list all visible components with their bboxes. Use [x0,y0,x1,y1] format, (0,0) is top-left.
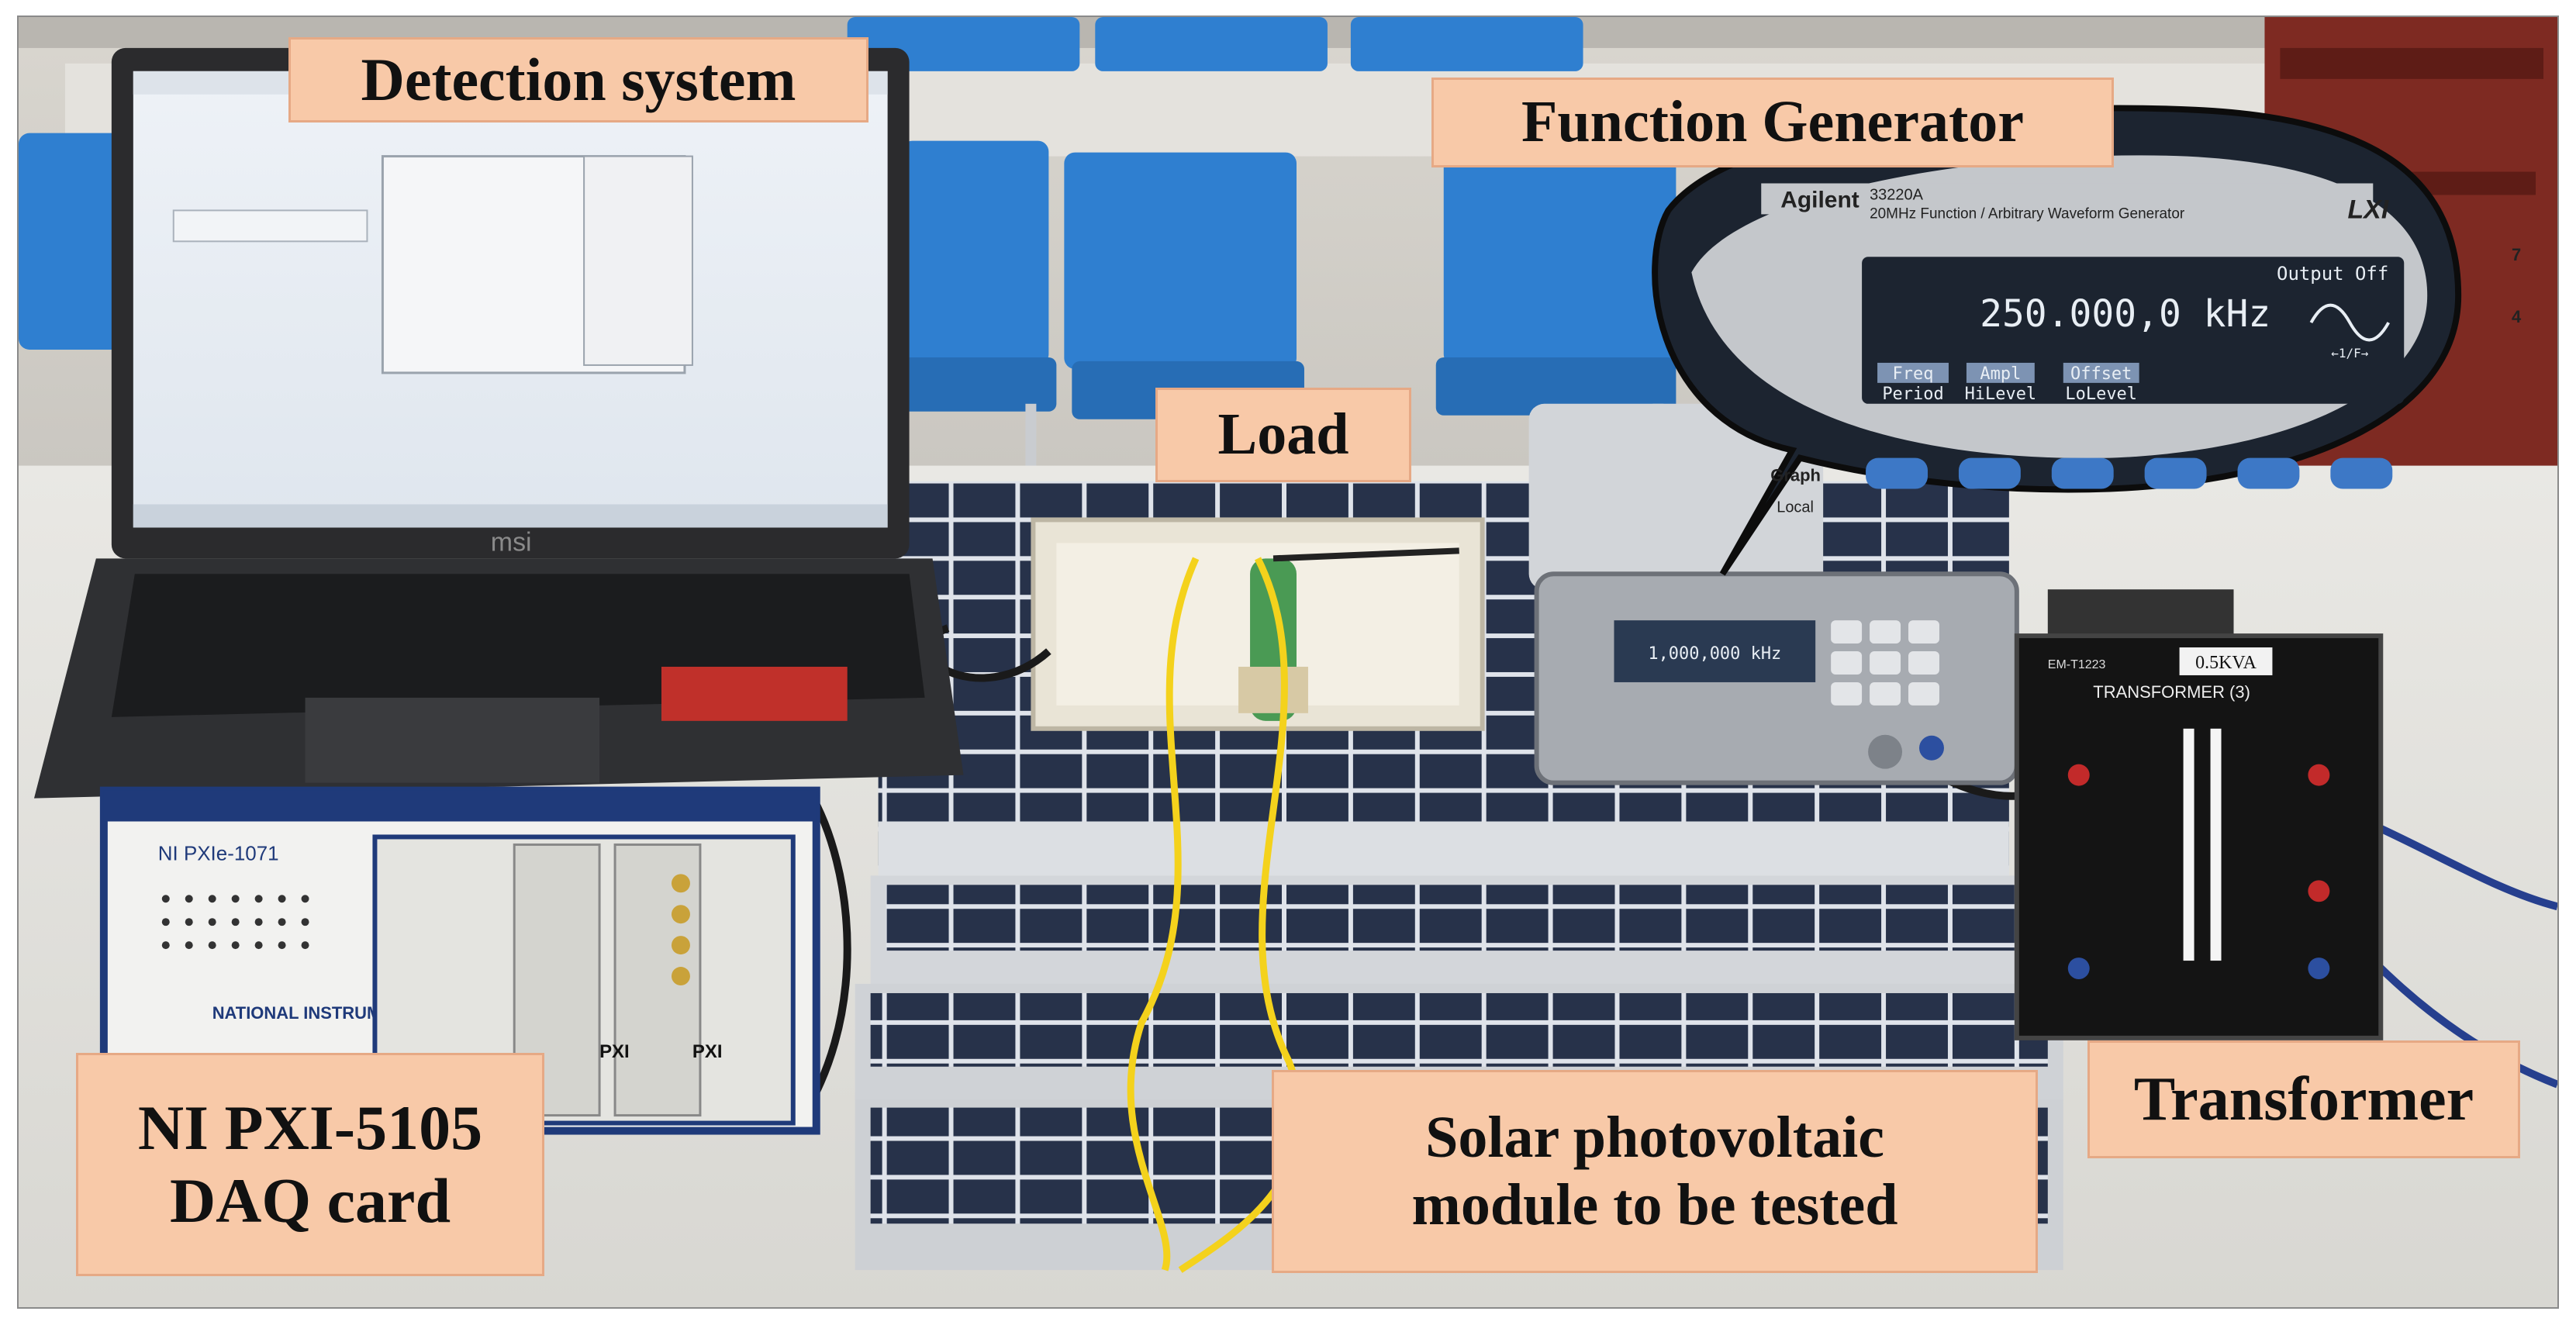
small-display [1614,620,1816,682]
output-status: Output Off [2277,263,2388,285]
label-text: Transformer [2133,1065,2474,1133]
pxi-badge: PXI [599,1041,630,1062]
softkey-ampl: Ampl [1980,364,2021,384]
softkey-hilevel: HiLevel [1965,385,2037,404]
period-symbol: ←1/F→ [2331,346,2368,361]
chassis-vent-holes [161,895,309,950]
softkey-lolevel: LoLevel [2065,385,2137,404]
transformer-panel-title: TRANSFORMER (3) [2093,682,2250,702]
label-text: Detection system [361,46,796,114]
label-detection-system: Detection system [288,37,868,122]
small-freq-readout: 1,000,000 kHz [1648,644,1781,664]
generator-description: 20MHz Function / Arbitrary Waveform Gene… [1870,205,2184,222]
load-resistor-box [1031,517,1485,731]
label-text: Solar photovoltaic [1425,1104,1884,1170]
label-transformer: Transformer [2087,1040,2520,1158]
softkey-period: Period [1882,385,1943,404]
generator-model: 33220A [1870,186,1924,203]
label-text: Load [1217,402,1349,468]
softkey-freq: Freq [1893,364,1934,384]
function-generator-device: 1,000,000 kHz [1528,403,2019,785]
lxi-badge: LXI [2347,195,2388,224]
yellow-cable [1178,557,1304,1273]
keypad [1831,620,1939,706]
label-text: Function Generator [1521,89,2024,155]
softkey-offset: Offset [2070,364,2132,384]
laptop: msi [33,47,964,799]
laptop-brand-logo: msi [491,527,532,557]
pxi-badge: PXI [692,1041,723,1062]
transformer-device: 0.5KVA EM-T1223 TRANSFORMER (3) [2014,589,2384,1040]
agilent-brand: Agilent [1780,187,1859,212]
frequency-readout: 250.000,0 kHz [1980,293,2270,336]
sine-wave-icon [2309,303,2391,342]
label-text: DAQ card [169,1165,451,1236]
function-generator-zoom-bubble: Agilent 33220A 20MHz Function / Arbitrar… [1652,105,2522,576]
softkey-buttons [1866,457,2393,489]
blue-chairs [19,17,1676,512]
lab-setup-photo: msi NI PXIe-1071 NATIONAL INSTRUMENTS PX… [19,17,2557,1307]
yellow-cable [1127,557,1200,1272]
label-load: Load [1155,388,1411,482]
photo-scene: msi NI PXIe-1071 NATIONAL INSTRUMENTS PX… [17,16,2559,1309]
transformer-model: EM-T1223 [2048,658,2106,671]
side-key-7: 7 [2512,245,2521,264]
laptop-touchpad [305,697,600,783]
side-key-4: 4 [2512,307,2522,326]
label-solar-module: Solar photovoltaic module to be tested [1272,1070,2038,1273]
graph-key: Graph [1770,466,1821,485]
local-key: Local [1777,499,1814,516]
label-daq-card: NI PXI-5105 DAQ card [76,1053,544,1276]
label-text: NI PXI-5105 [137,1092,483,1163]
transformer-rating: 0.5KVA [2195,653,2257,673]
pxi-chassis-label: NI PXIe-1071 [158,843,279,864]
label-function-generator: Function Generator [1431,78,2114,167]
label-text: module to be tested [1411,1172,1898,1237]
